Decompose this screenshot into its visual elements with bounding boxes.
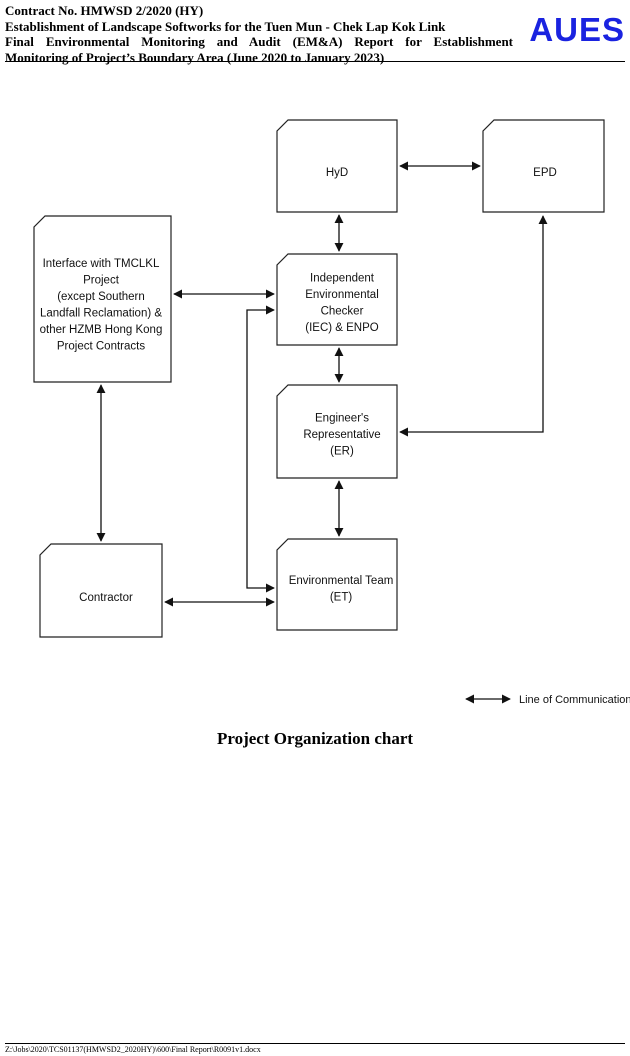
page-header: Contract No. HMWSD 2/2020 (HY) Establish… — [5, 3, 625, 65]
node-interface-label: Interface with TMCLKL Project (except Sout… — [40, 258, 163, 353]
node-label-line: Interface with TMCLKL — [43, 258, 160, 270]
node-label-line: Engineer's — [315, 413, 369, 425]
edge-et-iec-loop — [246, 305, 275, 593]
node-label-line: (IEC) & ENPO — [305, 322, 379, 334]
project-title: Establishment of Landscape Softworks for… — [5, 18, 446, 34]
node-et: Environmental Team (ET) — [276, 538, 398, 631]
contract-number: Contract No. HMWSD 2/2020 (HY) — [5, 3, 204, 18]
node-contractor: Contractor — [39, 543, 163, 638]
node-label-line: Project Contracts — [57, 340, 145, 352]
report-title-line-1: Final Environmental Monitoring and Audit… — [5, 34, 513, 49]
node-interface: Interface with TMCLKL Project (except Sout… — [33, 215, 172, 383]
legend-label: Line of Communication — [519, 694, 630, 706]
node-label-line: HyD — [326, 167, 348, 179]
file-path-footer: Z:\Jobs\2020\TCS01137(HMWSD2_2020HY)\600… — [5, 1045, 261, 1054]
node-label-line: EPD — [533, 167, 557, 179]
node-et-label: Environmental Team (ET) — [289, 575, 394, 604]
node-label-line: Environmental Team — [289, 575, 394, 587]
node-hyd: HyD — [276, 119, 398, 213]
node-label-line: Independent — [310, 272, 375, 284]
node-label-line: Environmental — [305, 289, 379, 301]
node-label-line: (ER) — [330, 446, 354, 458]
node-epd: EPD — [482, 119, 605, 213]
node-label-line: Representative — [303, 429, 380, 441]
node-hyd-label: HyD — [326, 167, 348, 179]
aues-logo: AUES — [529, 11, 625, 48]
node-label-line: (except Southern — [57, 291, 145, 303]
header-divider — [5, 61, 625, 62]
node-contractor-label: Contractor — [79, 592, 133, 604]
organization-diagram: HyD EPD Interface with TMCLKL Project (exc… — [33, 119, 630, 706]
node-label-line: Project — [83, 274, 120, 286]
node-label-line: other HZMB Hong Kong — [40, 324, 163, 336]
figure-caption: Project Organization chart — [216, 729, 414, 748]
node-label-line: (ET) — [330, 591, 353, 603]
report-title-line-2: Monitoring of Project’s Boundary Area (J… — [5, 49, 385, 65]
node-label-line: Landfall Reclamation) & — [40, 307, 162, 319]
node-epd-label: EPD — [533, 167, 557, 179]
node-label-line: Checker — [321, 305, 364, 317]
node-label-line: Contractor — [79, 592, 133, 604]
legend: Line of Communication — [465, 694, 630, 706]
edge-er-epd — [399, 215, 548, 437]
footer-divider — [5, 1043, 625, 1044]
